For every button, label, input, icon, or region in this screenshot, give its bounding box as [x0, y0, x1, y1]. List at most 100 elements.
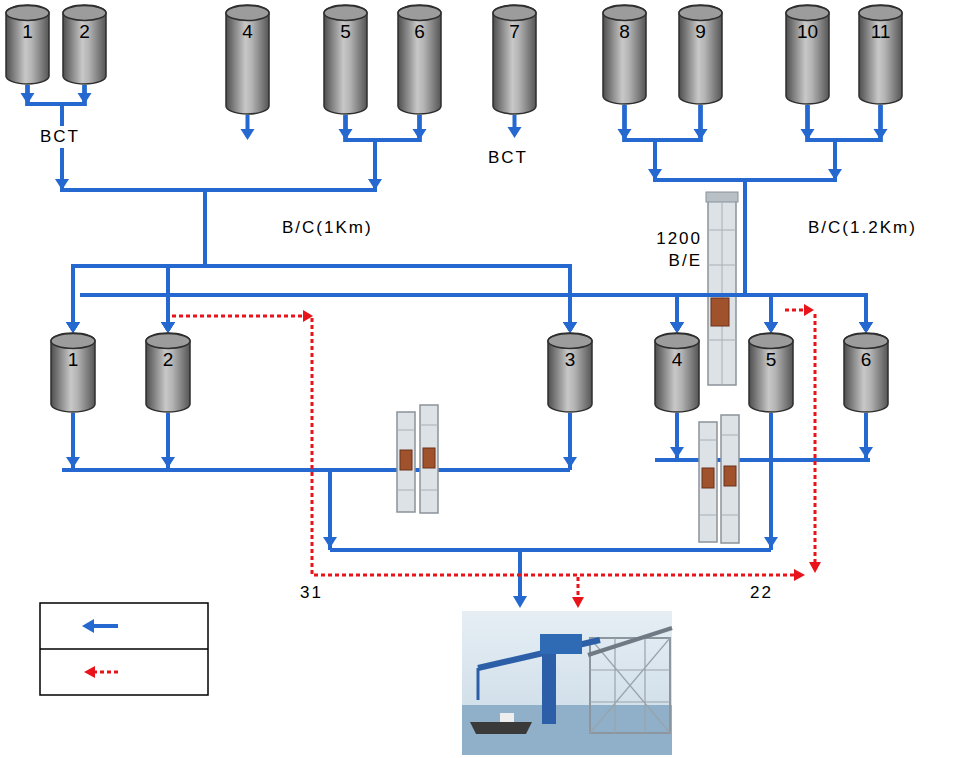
silo-outline [654, 333, 700, 413]
ship-loader-photo [462, 611, 672, 755]
silo: 5 [323, 5, 368, 115]
silo-body [51, 333, 95, 412]
silo-number: 5 [323, 5, 368, 43]
silo: 2 [145, 333, 191, 413]
outflow-conveyors [62, 115, 870, 598]
conveyor-label: 31 [300, 582, 323, 604]
arrow-head [670, 322, 684, 333]
conveyor-line [62, 85, 205, 333]
silo-number: 10 [785, 5, 830, 43]
photo-sky [462, 611, 672, 755]
silo-body [324, 5, 367, 114]
silo-outline [843, 333, 889, 413]
conveyor-path [168, 115, 375, 325]
dashed-line [814, 314, 817, 563]
conveyor-path [205, 115, 570, 325]
silo-number: 11 [858, 5, 903, 43]
legend-frame [40, 603, 208, 695]
elevator-detail [397, 425, 438, 490]
elevator-motor [711, 298, 729, 326]
bucket-elevator [699, 415, 739, 543]
conveyor-label: BCT [488, 147, 528, 169]
silo-top [398, 6, 441, 21]
arrow-head [161, 322, 175, 333]
ship [470, 722, 532, 734]
arrow-head [764, 322, 778, 333]
silo-number: 6 [843, 333, 889, 371]
silo-outline [602, 5, 647, 105]
silo-number: 1 [50, 333, 96, 371]
arrow-head [764, 322, 778, 333]
arrow-head [670, 322, 684, 333]
silo-body [146, 333, 190, 412]
arrow-head [563, 322, 577, 333]
arrow-head [670, 322, 684, 333]
silo: 4 [654, 333, 700, 413]
silo-number: 3 [547, 333, 593, 371]
silo-body [749, 333, 793, 412]
arrow-head [66, 322, 80, 333]
conveyor-path [62, 85, 570, 325]
arrow-head [859, 322, 873, 333]
conveyor-line [66, 115, 420, 333]
conveyor-line [161, 115, 375, 333]
arrow-head [859, 322, 873, 333]
silo-top [786, 6, 829, 21]
dashed-line [785, 309, 805, 312]
arrow-head [809, 562, 821, 573]
silo: 6 [397, 5, 442, 115]
conveyor-path [73, 115, 375, 325]
elevator-head [706, 192, 738, 202]
arrow-head [508, 127, 522, 138]
conveyor-label: B/C(1.2Km) [808, 217, 917, 239]
conveyor-label: B/C(1Km) [282, 217, 373, 239]
arrow-head [303, 310, 313, 322]
arrow-head [323, 537, 337, 548]
arrow-head [66, 457, 80, 468]
silo: 8 [602, 5, 647, 105]
arrow-head [794, 569, 805, 581]
silo-top [63, 6, 106, 21]
silo-outline [5, 5, 50, 85]
silo-top [226, 6, 269, 21]
arrow-head [161, 322, 175, 333]
conveyor-line [655, 458, 870, 462]
arrow-head [66, 322, 80, 333]
elevator-detail [699, 435, 739, 515]
silo-body [844, 333, 888, 412]
arrow-head [764, 537, 778, 548]
silo-top [324, 6, 367, 21]
silo-body [6, 5, 49, 84]
silo-top [493, 6, 536, 21]
elevator-motor [724, 466, 736, 486]
arrow-head [859, 322, 873, 333]
silo: 6 [843, 333, 889, 413]
silo-number: 9 [678, 5, 723, 43]
legend-sample [92, 624, 118, 628]
conveyor-line [769, 413, 773, 550]
crane-spout [477, 668, 480, 700]
elevator-motor [423, 448, 435, 468]
bucket-elevator [397, 405, 438, 513]
conveyor-line [28, 85, 578, 333]
conveyor-path [62, 85, 205, 325]
conveyor-line [161, 115, 420, 333]
ship-bridge [500, 713, 514, 722]
conveyor-line [28, 85, 206, 333]
conveyor-path [677, 105, 881, 325]
bucket-elevator [706, 192, 738, 385]
conveyor-line [205, 115, 577, 333]
silo-body [786, 5, 829, 104]
conveyor-line [330, 548, 771, 552]
silo-number: 5 [748, 333, 794, 371]
silo-body [548, 333, 592, 412]
arrow-head [161, 322, 175, 333]
conveyor-path [28, 85, 206, 325]
elevator-casing [420, 405, 438, 513]
arrow-head [82, 619, 94, 633]
arrow-head [513, 596, 527, 608]
arrow-head [563, 322, 577, 333]
arrow-head [563, 322, 577, 333]
silo: 5 [748, 333, 794, 413]
conveyor-line [28, 85, 206, 333]
